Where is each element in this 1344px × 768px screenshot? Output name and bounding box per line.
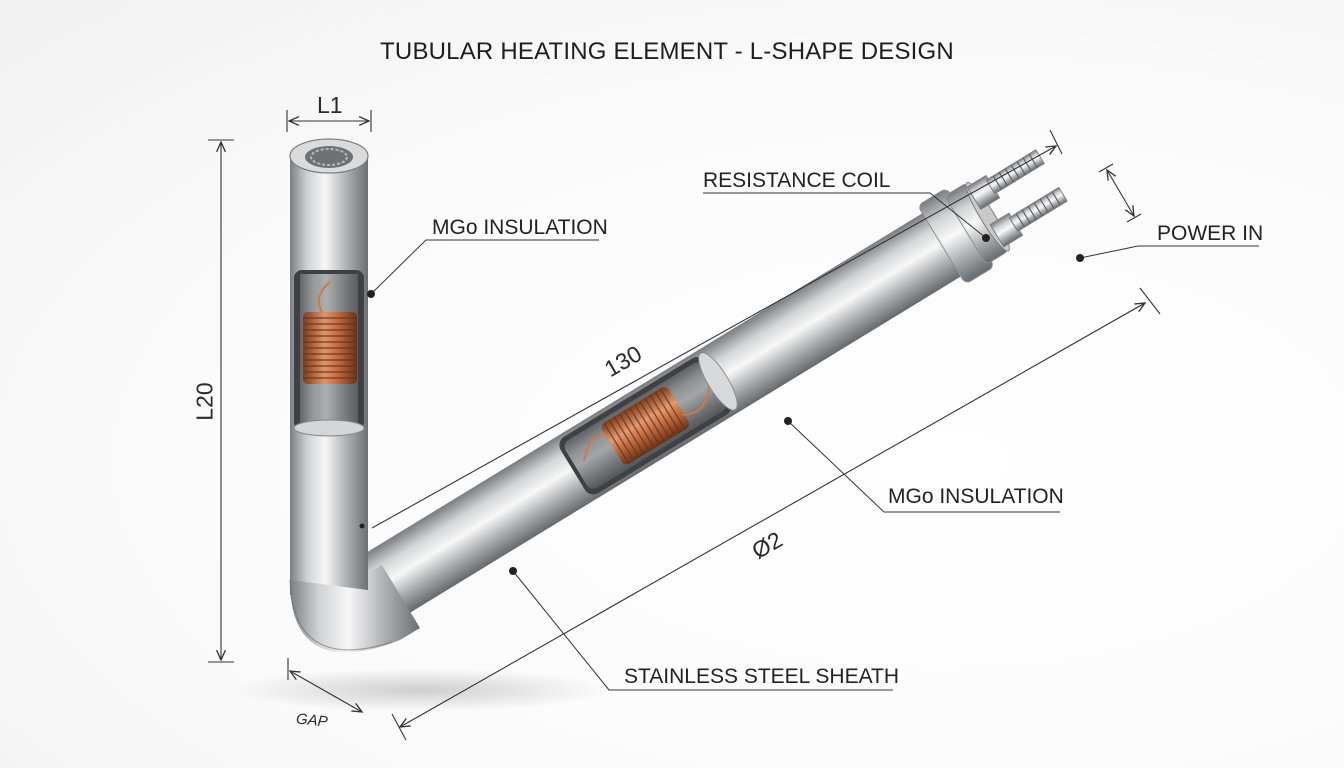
dimension-l1: L1 [317,92,343,118]
dimension-l20: L20 [191,382,218,421]
terminal-stud-upper [966,149,1045,210]
floor-shadow [230,668,610,712]
dimension-lines [208,110,1161,741]
tube-bend [290,565,420,653]
callout-resistance-coil: RESISTANCE COIL [703,169,891,192]
diagram-title: TUBULAR HEATING ELEMENT - L-SHAPE DESIGN [380,38,954,65]
leader-lines [370,192,1259,691]
callout-power-in: POWER IN [1157,222,1264,245]
callout-stainless-steel-sheath: STAINLESS STEEL SHEATH [624,665,900,688]
vertical-tube-group [289,138,420,653]
callout-mgo-insulation-bottom: MGo INSULATION [888,485,1064,508]
diagonal-tube-group [348,149,1068,627]
callout-mgo-insulation-top: MGo INSULATION [432,216,608,239]
dimension-gap: GAP [295,710,329,731]
terminal-stud-lower [989,186,1068,248]
leader-dots [359,234,1084,575]
vertical-resistance-coil [303,281,357,384]
